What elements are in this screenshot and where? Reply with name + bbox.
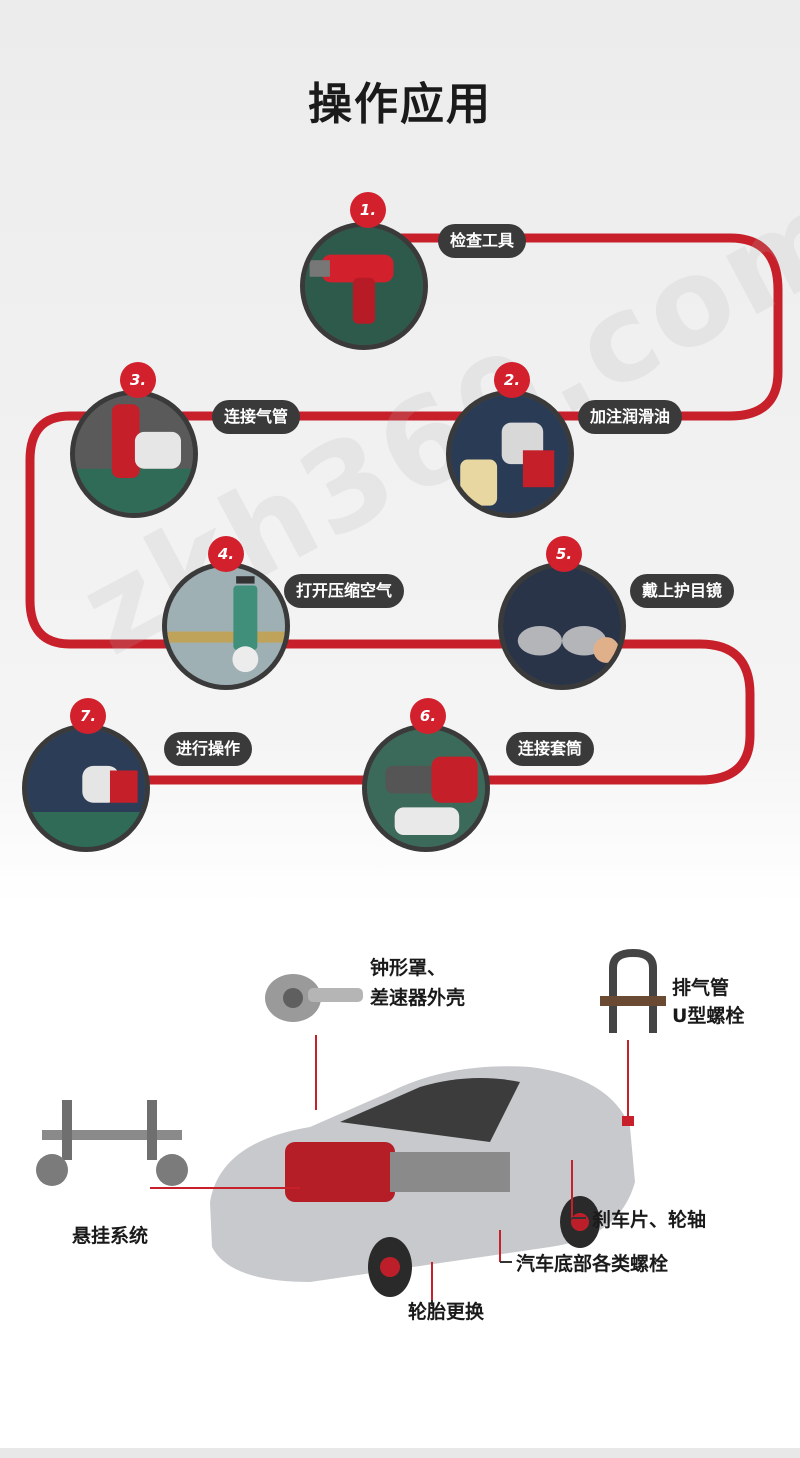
air-hose-photo bbox=[75, 395, 193, 513]
operation-photo bbox=[27, 729, 145, 847]
step-3-photo bbox=[70, 390, 198, 518]
page-title: 操作应用 bbox=[308, 79, 492, 130]
step-4-number: 4. bbox=[208, 536, 244, 572]
label-bell-housing-2: 差速器外壳 bbox=[370, 987, 466, 1009]
step-5-number: 5. bbox=[546, 536, 582, 572]
step-1-label: 检查工具 bbox=[438, 224, 527, 258]
step-4-label: 打开压缩空气 bbox=[284, 574, 405, 608]
oil-lubrication-photo bbox=[451, 395, 569, 513]
bottom-strip bbox=[0, 1448, 800, 1458]
step-7-photo bbox=[22, 724, 150, 852]
step-7-label: 进行操作 bbox=[164, 732, 253, 766]
label-tire: 轮胎更换 bbox=[408, 1301, 485, 1323]
step-3-label: 连接气管 bbox=[212, 400, 301, 434]
step-7-number: 7. bbox=[70, 698, 106, 734]
compressed-air-valve-photo bbox=[167, 567, 285, 685]
step-5-label: 戴上护目镜 bbox=[630, 574, 735, 608]
label-exhaust-2: U型螺栓 bbox=[672, 1005, 745, 1027]
u-bolt-part-image bbox=[600, 948, 666, 1033]
sports-car-cutaway-image bbox=[210, 1066, 635, 1297]
safety-goggles-photo bbox=[503, 567, 621, 685]
step-2-number: 2. bbox=[494, 362, 530, 398]
step-6-label: 连接套筒 bbox=[506, 732, 595, 766]
step-4-photo bbox=[162, 562, 290, 690]
label-brake: 刹车片、轮轴 bbox=[592, 1209, 707, 1231]
step-1-number: 1. bbox=[350, 192, 386, 228]
label-exhaust-1: 排气管 bbox=[672, 977, 730, 999]
step-2-label: 加注润滑油 bbox=[578, 400, 683, 434]
step-5-photo bbox=[498, 562, 626, 690]
impact-wrench-photo bbox=[305, 227, 423, 345]
step-6-photo bbox=[362, 724, 490, 852]
label-underbody: 汽车底部各类螺栓 bbox=[516, 1253, 669, 1275]
step-1-photo bbox=[300, 222, 428, 350]
bell-housing-part-image bbox=[265, 974, 363, 1022]
label-bell-housing-1: 钟形罩、 bbox=[370, 957, 447, 979]
step-6-number: 6. bbox=[410, 698, 446, 734]
label-suspension: 悬挂系统 bbox=[72, 1225, 149, 1247]
socket-connection-photo bbox=[367, 729, 485, 847]
suspension-part-image bbox=[36, 1100, 188, 1186]
step-3-number: 3. bbox=[120, 362, 156, 398]
